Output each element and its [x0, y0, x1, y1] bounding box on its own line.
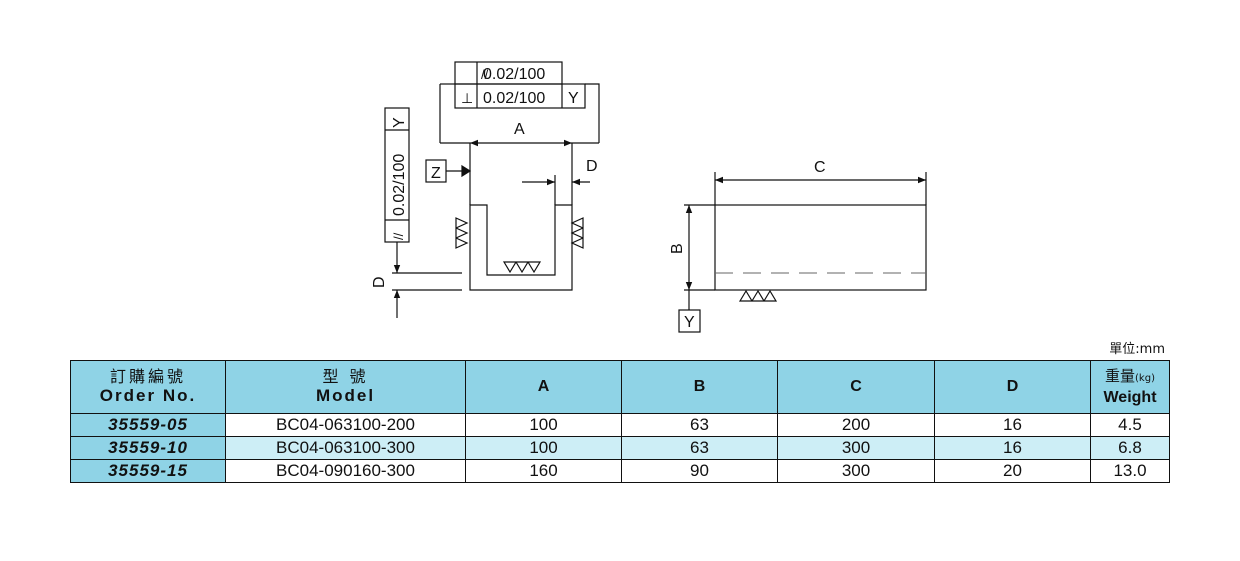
value-weight: 4.5: [1090, 413, 1170, 437]
datum-z-label: Z: [431, 165, 441, 182]
header-order: 訂購編號 Order No.: [70, 360, 226, 414]
table-row: 35559-10 BC04-063100-300 100 63 300 16 6…: [70, 436, 1170, 460]
side-view-labels: C B Y: [669, 159, 826, 331]
header-c: C: [777, 360, 935, 414]
front-view-labels: // 0.02/100 ⊥ 0.02/100 Y A D Z Y 0.02/10…: [371, 66, 598, 288]
tolerance-perpendicular: 0.02/100: [483, 90, 545, 107]
order-number: 35559-05: [70, 413, 226, 437]
table-row: 35559-15 BC04-090160-300 160 90 300 20 1…: [70, 459, 1170, 483]
dim-c-label: C: [814, 159, 826, 176]
header-weight-cn: 重量(kg): [1091, 367, 1169, 388]
value-c: 200: [777, 413, 935, 437]
value-a: 160: [465, 459, 622, 483]
dim-d-top-label: D: [586, 158, 598, 175]
model-number: BC04-090160-300: [225, 459, 466, 483]
datum-y-label: Y: [568, 90, 579, 107]
side-view: [678, 172, 927, 333]
header-order-cn: 訂購編號: [109, 367, 186, 386]
header-order-en: Order No.: [99, 386, 197, 405]
model-number: BC04-063100-300: [225, 436, 466, 460]
header-a: A: [465, 360, 622, 414]
perpendicular-symbol: ⊥: [461, 90, 473, 106]
header-weight-en: Weight: [1103, 388, 1157, 406]
value-b: 63: [621, 413, 778, 437]
table-row: 35559-05 BC04-063100-200 100 63 200 16 4…: [70, 413, 1170, 437]
value-weight: 6.8: [1090, 436, 1170, 460]
value-c: 300: [777, 436, 935, 460]
header-d: D: [934, 360, 1091, 414]
dim-a-label: A: [514, 121, 525, 138]
header-model-cn: 型 號: [322, 367, 369, 386]
side-view-outline: [714, 204, 927, 291]
model-number: BC04-063100-200: [225, 413, 466, 437]
datum-y-vertical: Y: [391, 117, 408, 128]
header-model: 型 號 Model: [225, 360, 466, 414]
tolerance-parallel: 0.02/100: [483, 66, 545, 83]
value-b: 63: [621, 436, 778, 460]
table-header-row: 訂購編號 Order No. 型 號 Model A B C D 重量(kg) …: [70, 360, 1170, 414]
header-weight: 重量(kg) Weight: [1090, 360, 1170, 414]
value-d: 20: [934, 459, 1091, 483]
front-view: [384, 61, 600, 318]
value-d: 16: [934, 413, 1091, 437]
parallel-symbol-vertical: //: [391, 232, 406, 240]
datum-y-side-label: Y: [684, 314, 695, 331]
value-weight: 13.0: [1090, 459, 1170, 483]
value-a: 100: [465, 413, 622, 437]
parallel-symbol: //: [481, 67, 489, 82]
value-d: 16: [934, 436, 1091, 460]
value-b: 90: [621, 459, 778, 483]
header-weight-cn-text: 重量: [1105, 366, 1136, 385]
unit-label: 單位:mm: [1109, 342, 1165, 357]
spec-table: 訂購編號 Order No. 型 號 Model A B C D 重量(kg) …: [70, 360, 1170, 483]
technical-drawing: // 0.02/100 ⊥ 0.02/100 Y A D Z Y 0.02/10…: [371, 61, 927, 333]
order-number: 35559-10: [70, 436, 226, 460]
header-weight-unit: (kg): [1135, 372, 1155, 384]
value-a: 100: [465, 436, 622, 460]
value-c: 300: [777, 459, 935, 483]
header-model-en: Model: [315, 386, 376, 405]
header-b: B: [621, 360, 778, 414]
dim-d-left-label: D: [371, 276, 388, 288]
order-number: 35559-15: [70, 459, 226, 483]
dim-b-label: B: [669, 243, 686, 254]
tolerance-vertical: 0.02/100: [391, 154, 408, 216]
u-channel-outline: [469, 204, 573, 291]
